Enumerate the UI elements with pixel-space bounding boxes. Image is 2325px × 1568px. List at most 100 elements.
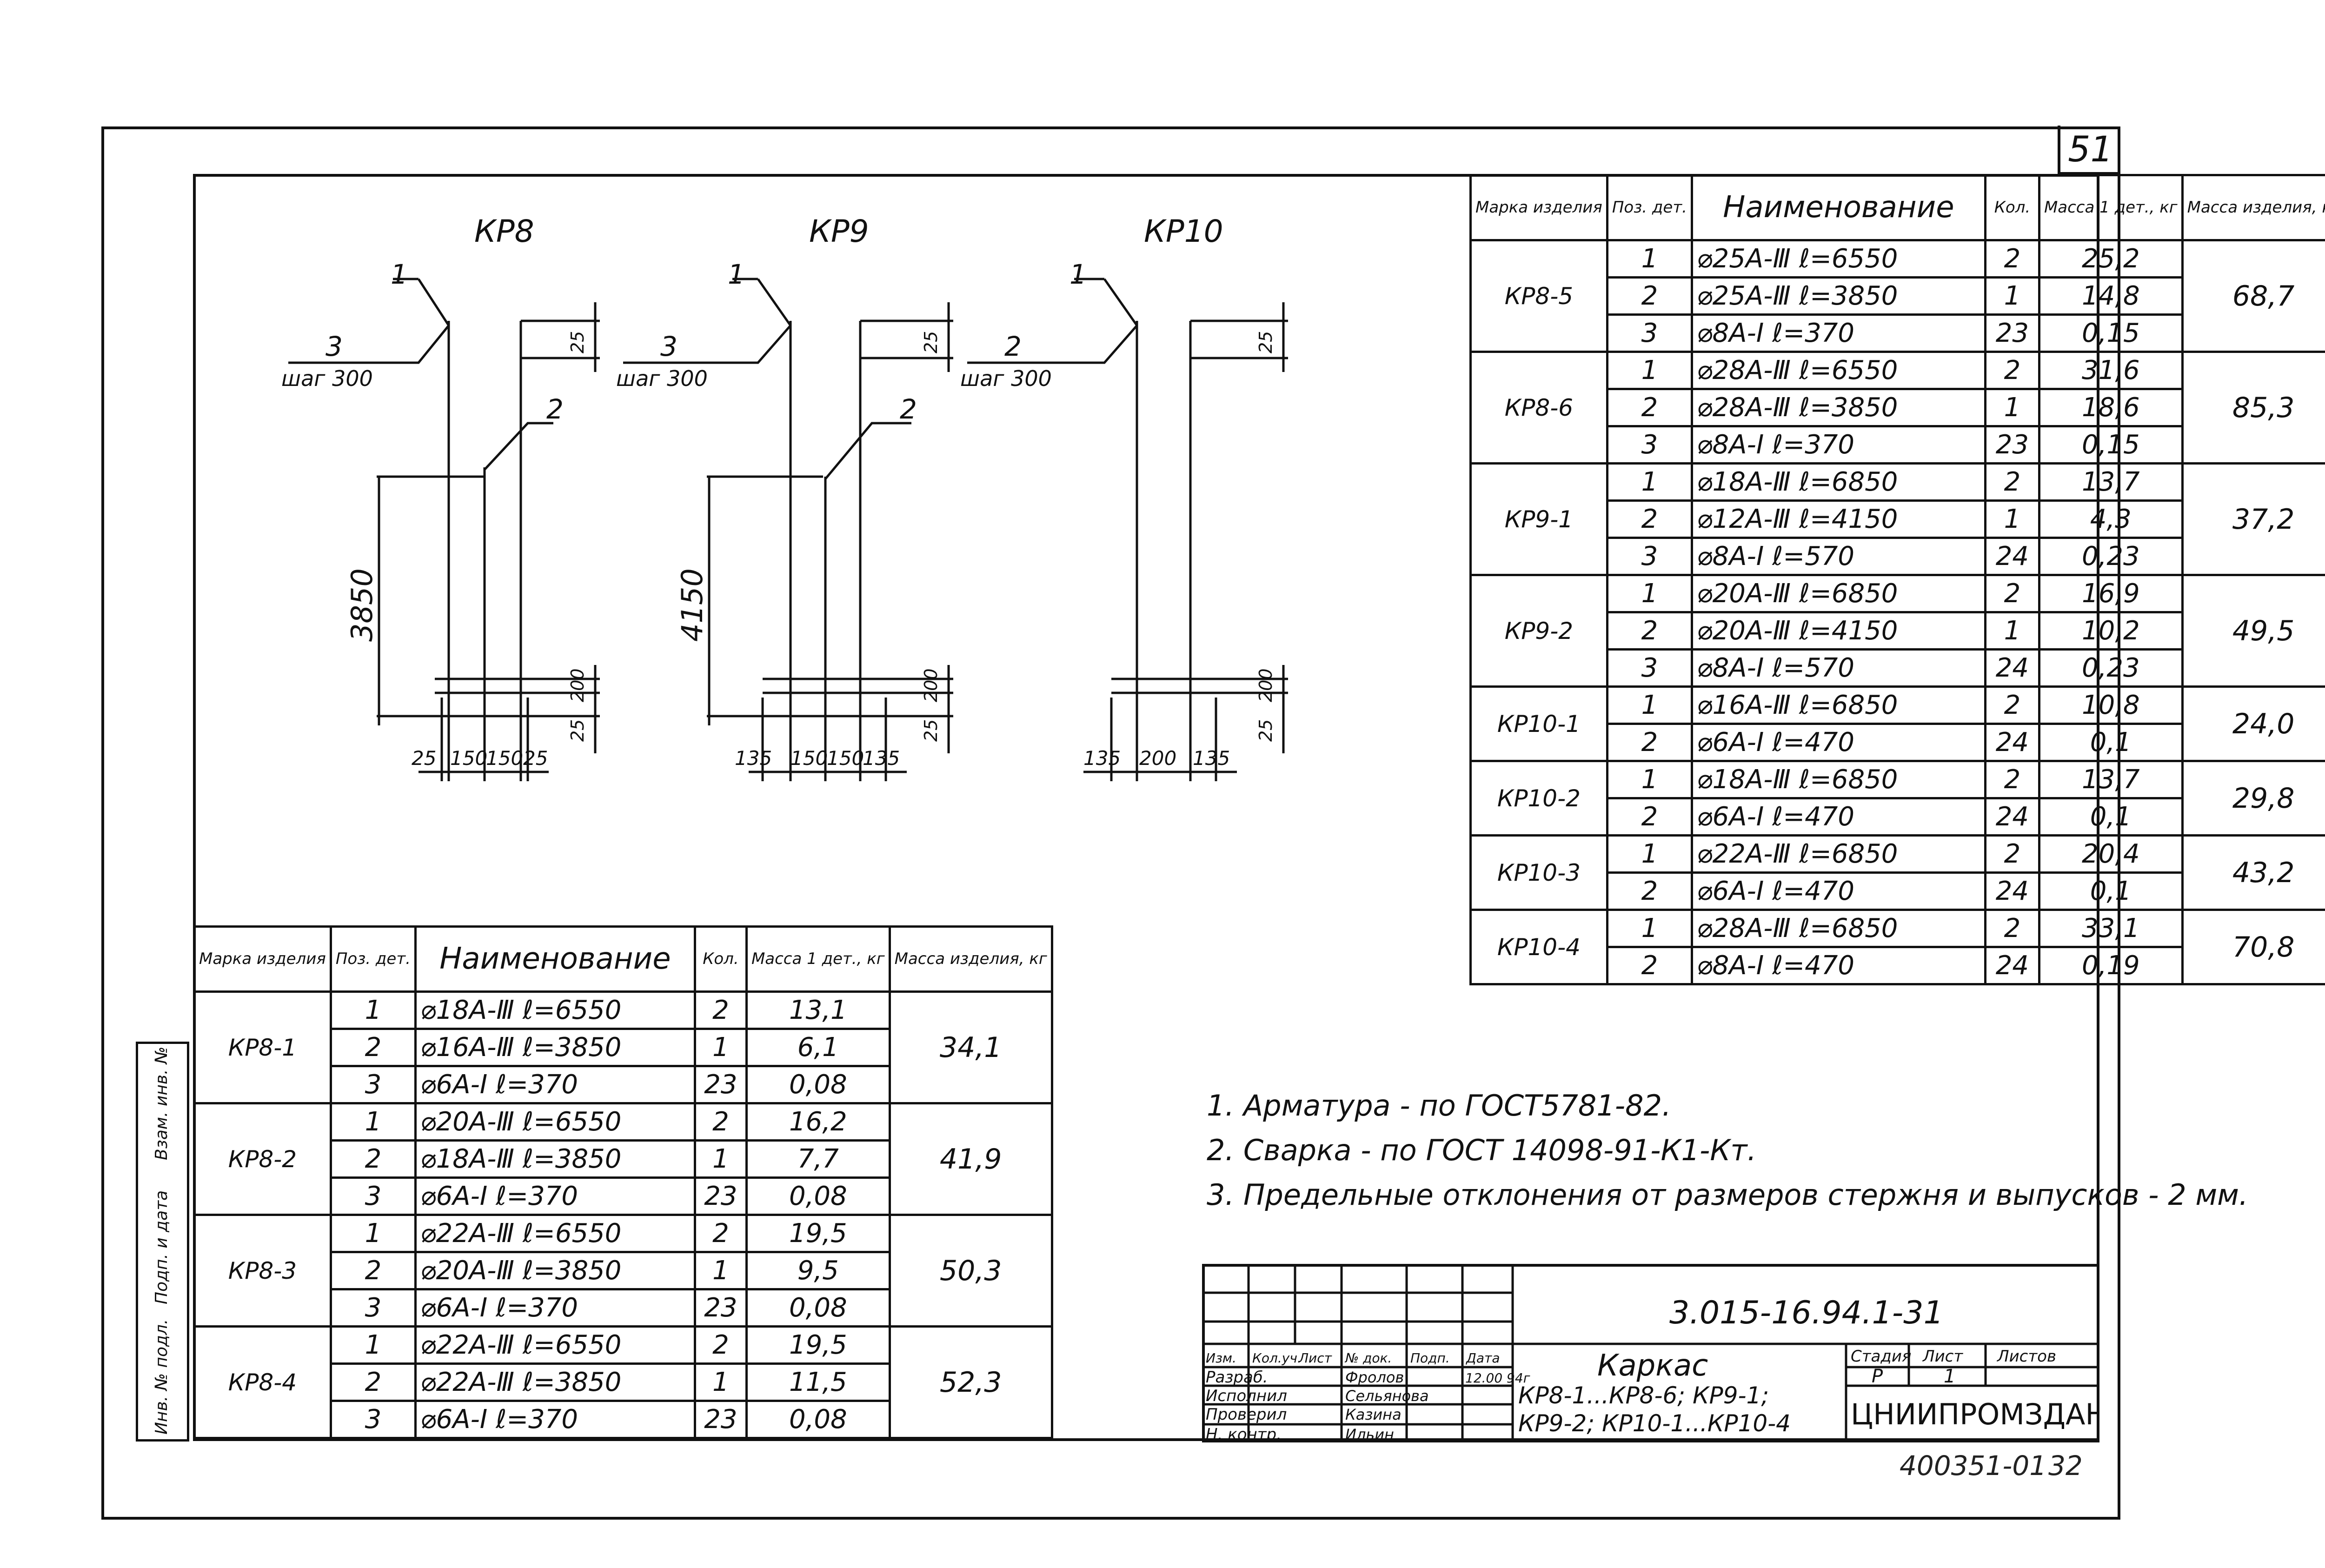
stamp-name: Казина <box>1345 1406 1402 1423</box>
piece-mass: 13,1 <box>745 990 891 1030</box>
rebar-description: ⌀28А-Ⅲ ℓ=3850 <box>1690 388 1986 427</box>
position-number: 1 <box>1606 909 1693 948</box>
position-number: 2 <box>329 1139 417 1179</box>
drawing-kr10 <box>967 278 1288 781</box>
piece-mass: 0,23 <box>2038 537 2184 576</box>
col-mass-piece: Масса 1 дет., кг <box>2038 174 2184 241</box>
dimension-label: 25 <box>567 331 588 353</box>
item-mass: 34,1 <box>888 990 1053 1104</box>
quantity: 24 <box>1984 871 2040 911</box>
position-number: 1 <box>329 1102 417 1142</box>
quantity: 2 <box>1984 909 2040 948</box>
spec-table-left: Марка изделия Поз. дет. Наименование Кол… <box>193 925 1053 1439</box>
strip-text: Инв. № подл. <box>152 1319 171 1435</box>
rebar-description: ⌀20А-Ⅲ ℓ=3850 <box>414 1251 696 1290</box>
drawing-kr9 <box>623 278 953 781</box>
item-mass: 50,3 <box>888 1214 1053 1328</box>
position-number: 1 <box>1606 760 1693 799</box>
dimension-label: 4150 <box>675 568 709 642</box>
piece-mass: 6,1 <box>745 1028 891 1067</box>
position-number: 3 <box>1606 313 1693 353</box>
quantity: 1 <box>1984 388 2040 427</box>
item-mark: КР8-4 <box>193 1325 332 1439</box>
position-number: 3 <box>1606 537 1693 576</box>
piece-mass: 11,5 <box>745 1362 891 1402</box>
dimension-label: 25 <box>921 719 941 742</box>
col-mass-item: Масса изделия, кг <box>888 925 1053 993</box>
piece-mass: 16,2 <box>745 1102 891 1142</box>
dimension-label: 150 <box>790 747 828 770</box>
quantity: 24 <box>1984 648 2040 688</box>
col-qty: Кол. <box>1984 174 2040 241</box>
rebar-description: ⌀18А-Ⅲ ℓ=6850 <box>1690 760 1986 799</box>
item-mass: 68,7 <box>2181 239 2325 353</box>
rebar-description: ⌀20А-Ⅲ ℓ=4150 <box>1690 611 1986 651</box>
spec-table-right: Марка изделия Поз. дет. Наименование Кол… <box>1469 174 2325 985</box>
position-number: 2 <box>1606 611 1693 651</box>
position-label: 1 <box>1070 259 1087 290</box>
position-number: 2 <box>1606 276 1693 316</box>
piece-mass: 7,7 <box>745 1139 891 1179</box>
quantity: 1 <box>693 1251 748 1290</box>
piece-mass: 0,15 <box>2038 425 2184 465</box>
rebar-description: ⌀20А-Ⅲ ℓ=6850 <box>1690 574 1986 613</box>
spacing-label: шаг 300 <box>281 366 373 391</box>
dimension-label: 150 <box>827 747 864 770</box>
stamp-name: Сельянова <box>1345 1387 1429 1405</box>
rebar-description: ⌀6А-Ⅰ ℓ=470 <box>1690 871 1986 911</box>
quantity: 1 <box>693 1139 748 1179</box>
rebar-description: ⌀25А-Ⅲ ℓ=3850 <box>1690 276 1986 316</box>
quantity: 2 <box>1984 760 2040 799</box>
dimension-label: 150 <box>486 747 523 770</box>
dimension-label: 25 <box>523 747 548 770</box>
quantity: 23 <box>693 1400 748 1439</box>
rebar-description: ⌀16А-Ⅲ ℓ=6850 <box>1690 685 1986 725</box>
position-number: 2 <box>329 1251 417 1290</box>
rebar-description: ⌀18А-Ⅲ ℓ=6550 <box>414 990 696 1030</box>
item-mark: КР8-6 <box>1469 351 1608 465</box>
rebar-description: ⌀6А-Ⅰ ℓ=370 <box>414 1400 696 1439</box>
dimension-label: 200 <box>1139 747 1176 770</box>
quantity: 2 <box>1984 834 2040 874</box>
spacing-label: шаг 300 <box>960 366 1052 391</box>
piece-mass: 19,5 <box>745 1325 891 1365</box>
position-number: 3 <box>1606 648 1693 688</box>
position-number: 1 <box>1606 834 1693 874</box>
position-number: 3 <box>329 1176 417 1216</box>
position-number: 1 <box>329 1325 417 1365</box>
stamp-role: Разраб. <box>1206 1368 1268 1387</box>
quantity: 2 <box>693 990 748 1030</box>
title-block: 3.015-16.94.1-31 Каркас КР8-1...КР8-6; К… <box>1202 1264 2099 1442</box>
item-mark: КР10-2 <box>1469 760 1608 837</box>
position-number: 2 <box>1606 797 1693 837</box>
rebar-description: ⌀12А-Ⅲ ℓ=4150 <box>1690 499 1986 539</box>
quantity: 1 <box>1984 611 2040 651</box>
piece-mass: 20,4 <box>2038 834 2184 874</box>
item-mass: 70,8 <box>2181 909 2325 985</box>
dimension-label: 25 <box>412 747 436 770</box>
approval-strip: Инв. № подл. Подп. и дата Взам. инв. № <box>136 1042 189 1442</box>
sheet-number: 51 <box>2058 126 2120 175</box>
piece-mass: 0,15 <box>2038 313 2184 353</box>
position-number: 1 <box>1606 462 1693 502</box>
stamp-role: Исполнил <box>1206 1387 1287 1405</box>
stamp-name: Ильин <box>1345 1426 1394 1442</box>
item-mark: КР10-3 <box>1469 834 1608 911</box>
stamp-name: Фролов <box>1345 1369 1404 1386</box>
position-number: 3 <box>329 1065 417 1104</box>
item-mark: КР10-1 <box>1469 685 1608 762</box>
item-mass: 41,9 <box>888 1102 1053 1216</box>
piece-mass: 18,6 <box>2038 388 2184 427</box>
dimension-label: 200 <box>567 668 588 702</box>
